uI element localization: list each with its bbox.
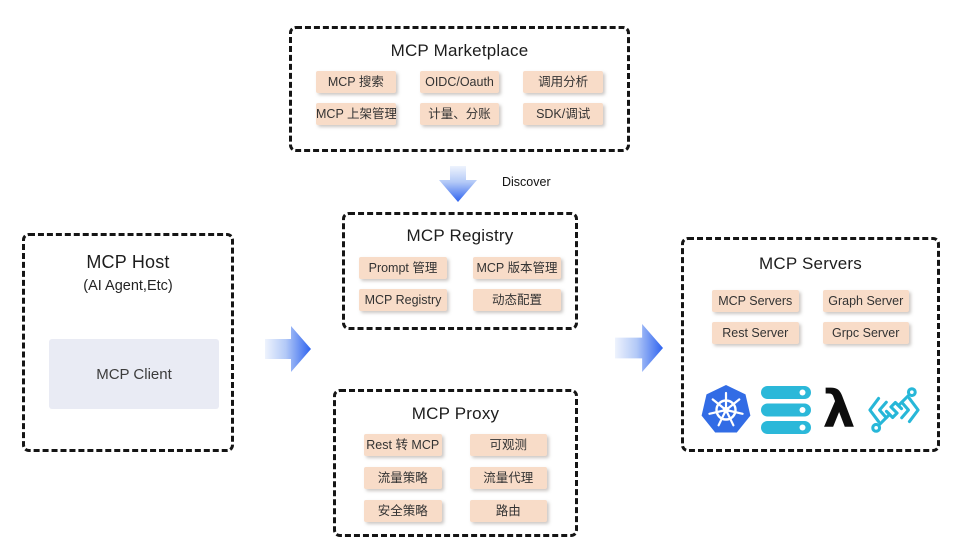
marketplace-title: MCP Marketplace <box>390 41 529 60</box>
chip-rest-to-mcp: Rest 转 MCP <box>364 434 442 456</box>
marketplace-panel: MCP Marketplace MCP 搜索 OIDC/Oauth 调用分析 M… <box>289 26 630 152</box>
server-tech-icons: λ <box>684 383 937 437</box>
chip-mcp-search: MCP 搜索 <box>316 71 396 93</box>
servers-title: MCP Servers <box>759 254 862 273</box>
lambda-icon: λ <box>822 380 856 440</box>
chip-sdk-debug: SDK/调试 <box>523 103 603 125</box>
chip-traffic-proxy: 流量代理 <box>469 467 547 489</box>
servers-panel: MCP Servers MCP Servers Graph Server Res… <box>681 237 940 452</box>
chip-observability: 可观测 <box>469 434 547 456</box>
registry-panel: MCP Registry Prompt 管理 MCP 版本管理 MCP Regi… <box>342 212 578 330</box>
marketplace-chip-grid: MCP 搜索 OIDC/Oauth 调用分析 MCP 上架管理 计量、分账 SD… <box>292 71 627 125</box>
host-subtitle: (AI Agent,Etc) <box>83 278 173 294</box>
host-title: MCP Host <box>86 252 170 272</box>
chip-mcp-version-management: MCP 版本管理 <box>473 257 561 279</box>
registry-title: MCP Registry <box>406 226 514 245</box>
host-to-proxy-arrow-icon <box>265 326 311 372</box>
proxy-to-servers-arrow-icon <box>615 324 663 372</box>
chip-call-analysis: 调用分析 <box>523 71 603 93</box>
chip-mcp-registry: MCP Registry <box>359 289 447 311</box>
chip-rest-server: Rest Server <box>712 322 799 344</box>
registry-chip-grid: Prompt 管理 MCP 版本管理 MCP Registry 动态配置 <box>345 257 575 311</box>
discover-label: Discover <box>502 175 551 189</box>
chip-graph-server: Graph Server <box>822 290 909 312</box>
proxy-chip-grid: Rest 转 MCP 可观测 流量策略 流量代理 安全策略 路由 <box>336 434 575 522</box>
chip-mcp-listing-management: MCP 上架管理 <box>316 103 396 125</box>
kubernetes-icon <box>701 385 751 433</box>
chip-mcp-servers: MCP Servers <box>712 290 799 312</box>
api-connector-icon <box>868 387 920 433</box>
proxy-panel: MCP Proxy Rest 转 MCP 可观测 流量策略 流量代理 安全策略 … <box>333 389 578 537</box>
mcp-client-box: MCP Client <box>49 339 219 409</box>
chip-prompt-management: Prompt 管理 <box>359 257 447 279</box>
proxy-title: MCP Proxy <box>411 404 500 423</box>
discover-arrow-icon <box>439 166 477 202</box>
host-panel: MCP Host (AI Agent,Etc) MCP Client <box>22 233 234 452</box>
chip-security-policy: 安全策略 <box>364 500 442 522</box>
chip-dynamic-config: 动态配置 <box>473 289 561 311</box>
chip-grpc-server: Grpc Server <box>822 322 909 344</box>
chip-oidc-oauth: OIDC/Oauth <box>419 71 500 93</box>
chip-traffic-policy: 流量策略 <box>364 467 442 489</box>
chip-metering-billing: 计量、分账 <box>419 103 500 125</box>
chip-routing: 路由 <box>469 500 547 522</box>
database-stack-icon <box>761 386 811 434</box>
servers-chip-grid: MCP Servers Graph Server Rest Server Grp… <box>684 290 937 344</box>
